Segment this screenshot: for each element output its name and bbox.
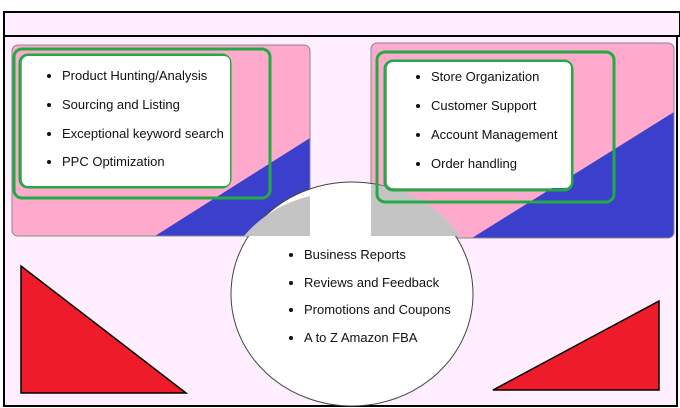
list-item: Product Hunting/Analysis <box>62 67 230 84</box>
header-strip <box>3 11 680 37</box>
left-highlight-frame-outer <box>12 47 272 200</box>
list-item: Business Reports <box>304 246 472 263</box>
list-item: Store Organization <box>431 68 571 85</box>
list-item: PPC Optimization <box>62 153 230 170</box>
list-item: Exceptional keyword search <box>62 125 230 142</box>
left-service-box: Product Hunting/Analysis Sourcing and Li… <box>22 56 230 186</box>
left-service-list: Product Hunting/Analysis Sourcing and Li… <box>22 56 230 170</box>
list-item: Customer Support <box>431 97 571 114</box>
right-highlight-frame-inner <box>383 59 574 192</box>
list-item: Account Management <box>431 126 571 143</box>
right-service-box: Store Organization Customer Support Acco… <box>387 62 571 188</box>
red-triangle-icon-right <box>492 299 660 391</box>
overlap-right <box>371 184 460 236</box>
left-highlight-frame-inner <box>18 53 232 189</box>
list-item: A to Z Amazon FBA <box>304 329 472 346</box>
center-service-box: Business Reports Reviews and Feedback Pr… <box>262 246 472 356</box>
list-item: Reviews and Feedback <box>304 274 472 291</box>
list-item: Promotions and Coupons <box>304 301 472 318</box>
list-item: Order handling <box>431 155 571 172</box>
center-service-list: Business Reports Reviews and Feedback Pr… <box>262 246 472 346</box>
overlap-left <box>244 196 310 236</box>
right-service-list: Store Organization Customer Support Acco… <box>387 62 571 172</box>
red-triangle-icon-left <box>20 264 189 394</box>
list-item: Sourcing and Listing <box>62 96 230 113</box>
center-circle <box>230 181 474 407</box>
right-highlight-frame-outer <box>375 50 616 204</box>
